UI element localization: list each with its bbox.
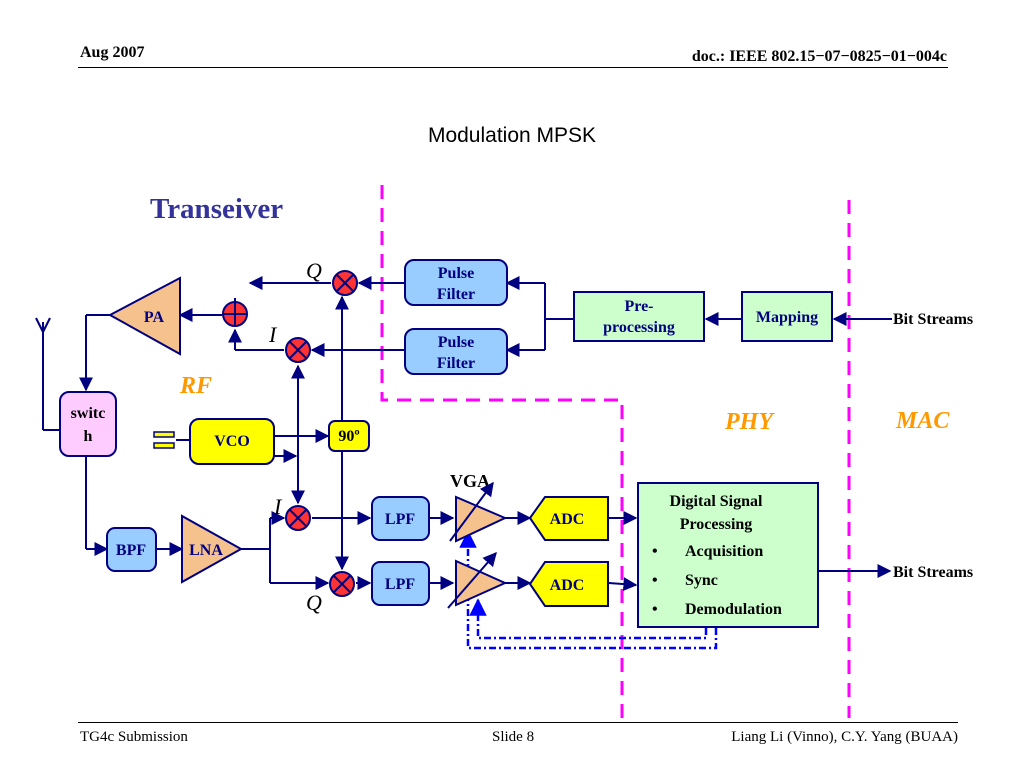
header-doc-id: doc.: IEEE 802.15−07−0825−01−004c xyxy=(691,48,947,65)
svg-text:LPF: LPF xyxy=(385,576,415,593)
svg-text:BPF: BPF xyxy=(116,542,146,559)
power-amplifier: PA xyxy=(107,276,181,356)
pulse-filter-bottom: Pulse Filter xyxy=(404,328,508,375)
svg-text:ADC: ADC xyxy=(550,577,585,594)
lpf-bottom-block: LPF xyxy=(371,561,430,606)
dsp-item-demodulation: Demodulation xyxy=(685,601,782,618)
svg-text:VCO: VCO xyxy=(214,433,250,450)
bpf-block: BPF xyxy=(106,527,157,572)
slide-title: Modulation MPSK xyxy=(427,124,597,147)
dsp-title-line-2: Processing xyxy=(680,516,753,533)
region-dividers xyxy=(380,185,851,718)
label-q-rx: Q xyxy=(306,590,322,615)
lpf-top-block: LPF xyxy=(371,496,430,541)
svg-text:h: h xyxy=(84,428,93,445)
svg-text:PA: PA xyxy=(144,309,165,326)
phase-shift-block: 90º xyxy=(328,420,370,452)
mixer-i-rx-icon xyxy=(285,505,311,531)
dsp-bullet: • xyxy=(652,572,658,589)
adc-top-block: ADC xyxy=(528,496,609,541)
region-label-mac: MAC xyxy=(895,408,950,434)
diagram-heading: Transeiver xyxy=(150,193,283,225)
crystal-oscillator-icon xyxy=(153,431,175,449)
pulse-filter-top: Pulse Filter xyxy=(404,259,508,306)
adder-icon xyxy=(222,301,248,327)
header-date: Aug 2007 xyxy=(80,44,145,61)
label-i-rx: I xyxy=(273,494,283,519)
vga-bottom-amplifier xyxy=(447,551,508,609)
dsp-bullet: • xyxy=(652,543,658,560)
svg-text:Mapping: Mapping xyxy=(756,309,818,326)
svg-text:LNA: LNA xyxy=(189,542,223,559)
label-i-tx: I xyxy=(268,322,278,347)
mapping-block: Mapping xyxy=(741,291,833,342)
footer-submission: TG4c Submission xyxy=(80,729,188,745)
switch-block: switc h xyxy=(59,391,117,457)
dsp-item-acquisition: Acquisition xyxy=(685,543,763,560)
bit-streams-output-label: Bit Streams xyxy=(893,564,973,581)
vga-top-amplifier xyxy=(449,481,508,543)
mixer-q-tx-icon xyxy=(332,270,358,296)
mixer-i-tx-icon xyxy=(285,337,311,363)
dsp-item-sync: Sync xyxy=(685,572,718,589)
dsp-bullet: • xyxy=(652,601,658,618)
svg-text:Pulse: Pulse xyxy=(438,265,474,282)
adc-bottom-block: ADC xyxy=(528,561,609,607)
svg-text:processing: processing xyxy=(603,319,675,336)
footer-slide-number: Slide 8 xyxy=(492,729,535,745)
region-label-rf: RF xyxy=(179,373,212,399)
svg-text:Filter: Filter xyxy=(437,286,475,303)
pre-processing-block: Pre- processing xyxy=(573,291,705,342)
region-label-phy: PHY xyxy=(724,409,775,435)
vga-label: VGA xyxy=(450,471,490,491)
svg-text:Pre-: Pre- xyxy=(624,298,653,315)
bit-streams-input-label: Bit Streams xyxy=(893,311,973,328)
svg-text:Filter: Filter xyxy=(437,355,475,372)
svg-text:90º: 90º xyxy=(338,428,359,445)
label-q-tx: Q xyxy=(306,258,322,283)
svg-text:switc: switc xyxy=(71,405,106,422)
svg-text:LPF: LPF xyxy=(385,511,415,528)
rf-phy-divider xyxy=(380,185,624,718)
footer-authors: Liang Li (Vinno), C.Y. Yang (BUAA) xyxy=(731,729,958,745)
header-divider xyxy=(78,67,948,68)
svg-text:ADC: ADC xyxy=(550,511,585,528)
mixer-q-rx-icon xyxy=(329,571,355,597)
vco-block: VCO xyxy=(189,418,275,465)
dsp-block: Digital Signal Processing • Acquisition … xyxy=(637,482,819,628)
lna-amplifier: LNA xyxy=(181,514,244,584)
dsp-title-line-1: Digital Signal xyxy=(670,493,763,510)
footer-divider xyxy=(78,722,958,723)
svg-text:Pulse: Pulse xyxy=(438,334,474,351)
